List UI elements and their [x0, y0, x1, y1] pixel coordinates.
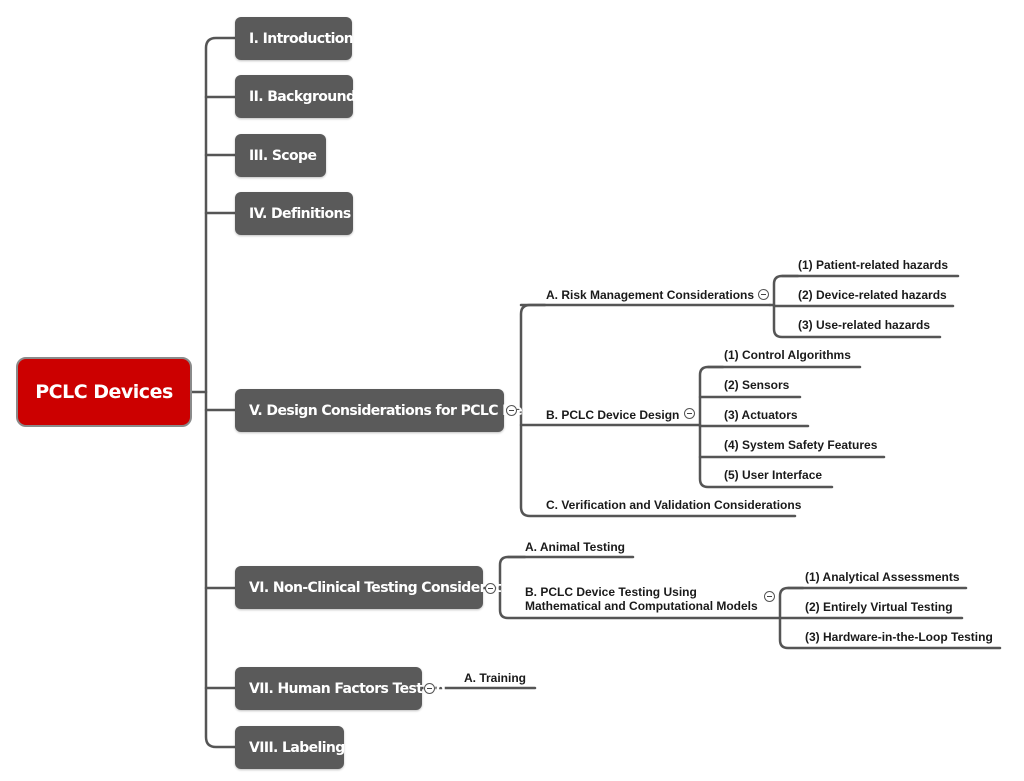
topic-sensors[interactable]: (2) Sensors: [724, 378, 790, 392]
collapse-design-icon[interactable]: [506, 405, 517, 416]
section-labeling[interactable]: VIII. Labeling: [235, 726, 345, 769]
section-definitions-label: IV. Definitions: [249, 205, 351, 222]
section-human-factors[interactable]: VII. Human Factors Testing: [235, 667, 446, 710]
root-label: PCLC Devices: [35, 381, 173, 403]
topic-verification-validation[interactable]: C. Verification and Validation Considera…: [546, 498, 802, 512]
section-nonclinical[interactable]: VI. Non-Clinical Testing Considerations: [235, 566, 532, 609]
collapse-human-factors-icon[interactable]: [424, 683, 435, 694]
topic-analytical-assessments[interactable]: (1) Analytical Assessments: [805, 570, 960, 584]
collapse-modeling-icon[interactable]: [764, 591, 775, 602]
topic-control-algorithms[interactable]: (1) Control Algorithms: [724, 348, 851, 362]
topic-modeling-line1[interactable]: B. PCLC Device Testing Using: [525, 585, 697, 599]
collapse-risk-icon[interactable]: [758, 289, 769, 300]
section-background[interactable]: II. Background: [235, 75, 356, 118]
section-introduction-label: I. Introduction: [249, 30, 354, 47]
topic-user-interface[interactable]: (5) User Interface: [724, 468, 823, 482]
topic-device-design[interactable]: B. PCLC Device Design: [546, 408, 680, 422]
section-definitions[interactable]: IV. Definitions: [235, 192, 353, 235]
section-design[interactable]: V. Design Considerations for PCLC Device…: [235, 389, 560, 432]
topic-system-safety[interactable]: (4) System Safety Features: [724, 438, 878, 452]
topic-virtual-testing[interactable]: (2) Entirely Virtual Testing: [805, 600, 953, 614]
section-background-label: II. Background: [249, 88, 356, 105]
topic-training[interactable]: A. Training: [464, 671, 527, 685]
topic-animal-testing[interactable]: A. Animal Testing: [525, 540, 626, 554]
collapse-device-design-icon[interactable]: [684, 408, 695, 419]
section-human-factors-label: VII. Human Factors Testing: [249, 680, 446, 697]
topic-modeling-line2[interactable]: Mathematical and Computational Models: [525, 599, 758, 613]
topic-risk-management[interactable]: A. Risk Management Considerations: [546, 288, 755, 302]
section-nonclinical-label: VI. Non-Clinical Testing Considerations: [249, 579, 532, 596]
section-scope-label: III. Scope: [249, 147, 317, 164]
topic-device-hazards[interactable]: (2) Device-related hazards: [798, 288, 947, 302]
topic-patient-hazards[interactable]: (1) Patient-related hazards: [798, 258, 949, 272]
section-design-label: V. Design Considerations for PCLC Device…: [249, 402, 560, 419]
topic-use-hazards[interactable]: (3) Use-related hazards: [798, 318, 931, 332]
section-scope[interactable]: III. Scope: [235, 134, 326, 177]
collapse-nonclinical-icon[interactable]: [485, 583, 496, 594]
section-labeling-label: VIII. Labeling: [249, 739, 345, 756]
section-introduction[interactable]: I. Introduction: [235, 17, 354, 60]
root-node[interactable]: PCLC Devices: [16, 357, 192, 427]
topic-actuators[interactable]: (3) Actuators: [724, 408, 798, 422]
topic-hardware-loop[interactable]: (3) Hardware-in-the-Loop Testing: [805, 630, 993, 644]
